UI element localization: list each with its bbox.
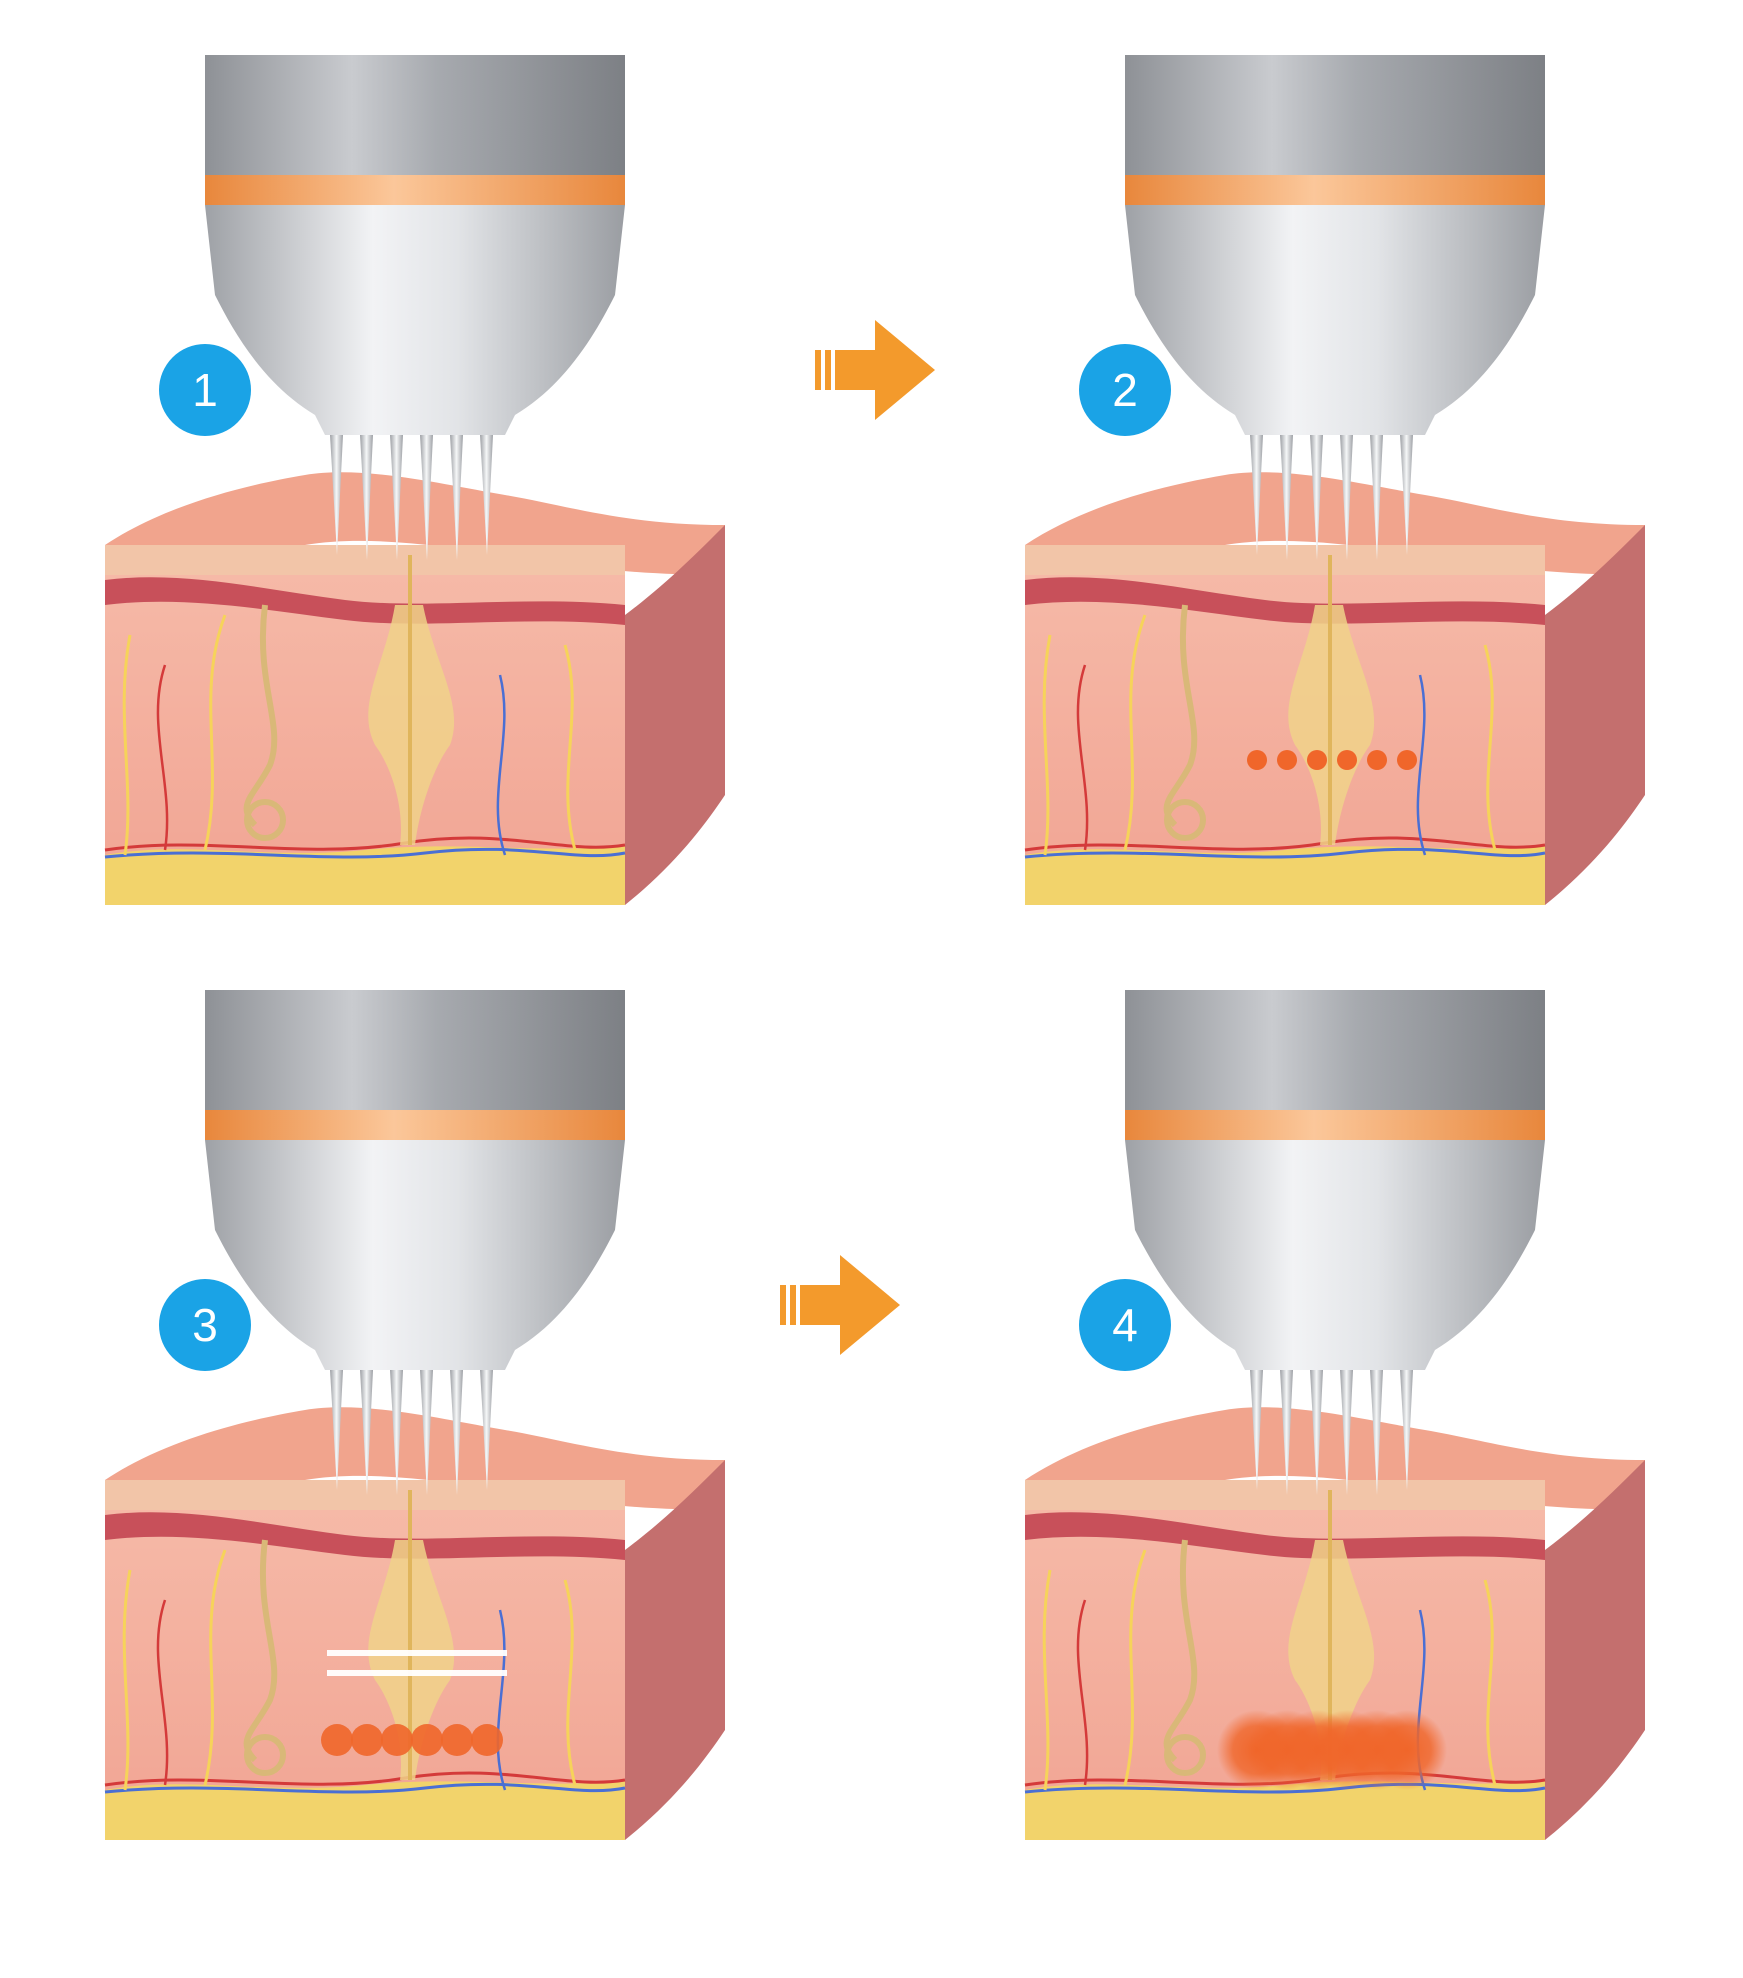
step-panel-1: 1 bbox=[105, 55, 725, 905]
heat-dot bbox=[1247, 750, 1267, 770]
step-number: 1 bbox=[192, 364, 218, 416]
treatment-steps: 1 2 3 4 bbox=[105, 55, 1645, 1840]
heat-dot bbox=[1397, 750, 1417, 770]
step-arrow-icon bbox=[780, 1255, 900, 1355]
step-panel-4: 4 bbox=[1025, 990, 1645, 1840]
step-panel-2: 2 bbox=[1025, 55, 1645, 905]
heat-dot bbox=[1367, 750, 1387, 770]
heat-dot bbox=[1337, 750, 1357, 770]
heat-dot bbox=[1307, 750, 1327, 770]
rf-energy-spark bbox=[327, 1650, 507, 1676]
step-badge-2: 2 bbox=[1079, 344, 1171, 436]
step-number: 3 bbox=[192, 1299, 218, 1351]
heat-dot bbox=[321, 1724, 353, 1756]
step-panel-3: 3 bbox=[105, 990, 725, 1840]
heat-dot bbox=[1277, 750, 1297, 770]
step-badge-1: 1 bbox=[159, 344, 251, 436]
skin-cross-section-icon bbox=[1025, 472, 1645, 905]
heat-dot bbox=[441, 1724, 473, 1756]
skin-cross-section-icon bbox=[105, 1407, 725, 1840]
step-arrow-icon bbox=[815, 320, 935, 420]
heat-zone bbox=[1367, 1710, 1447, 1790]
step-number: 2 bbox=[1112, 364, 1138, 416]
step-arrows bbox=[780, 320, 935, 1355]
step-number: 4 bbox=[1112, 1299, 1138, 1351]
step-badge-4: 4 bbox=[1079, 1279, 1171, 1371]
heat-dot bbox=[351, 1724, 383, 1756]
heat-dot bbox=[381, 1724, 413, 1756]
heat-dot bbox=[411, 1724, 443, 1756]
heat-dot bbox=[471, 1724, 503, 1756]
skin-cross-section-icon bbox=[105, 472, 725, 905]
step-badge-3: 3 bbox=[159, 1279, 251, 1371]
